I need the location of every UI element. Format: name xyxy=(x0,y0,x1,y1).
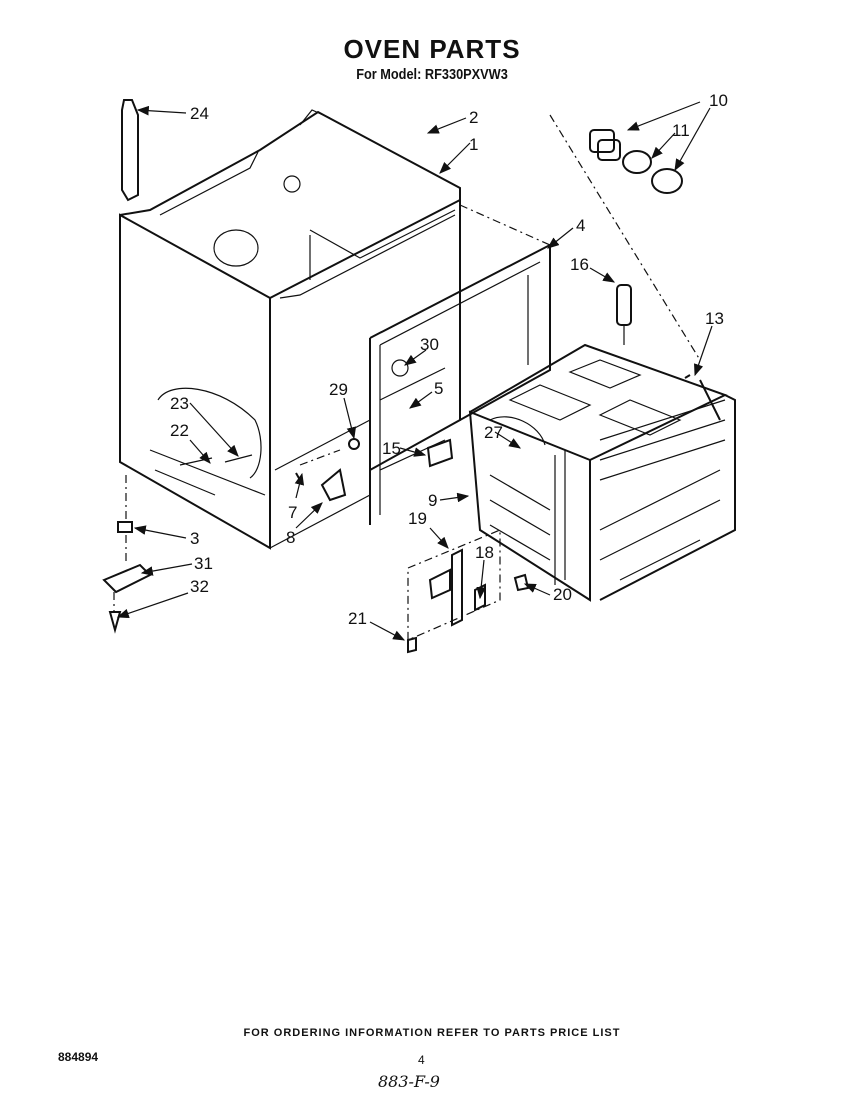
light-socket-and-bulb xyxy=(589,129,683,194)
ordering-note: FOR ORDERING INFORMATION REFER TO PARTS … xyxy=(243,1027,621,1039)
leader-10-13 xyxy=(549,114,701,361)
callout-24: 24 xyxy=(190,104,209,123)
callout-3: 3 xyxy=(190,529,199,548)
document-number: 884894 xyxy=(58,1050,99,1064)
oven-liner xyxy=(468,343,736,602)
callout-31: 31 xyxy=(194,554,213,573)
cabinet-body xyxy=(119,109,461,550)
left-parts xyxy=(102,99,152,634)
callout-13: 13 xyxy=(705,309,724,328)
callout-4: 4 xyxy=(576,216,585,235)
callout-18: 18 xyxy=(475,543,494,562)
callout-29: 29 xyxy=(329,380,348,399)
sensor-probe xyxy=(616,284,632,345)
callout-11: 11 xyxy=(672,121,690,140)
callout-32: 32 xyxy=(190,577,209,596)
callout-10: 10 xyxy=(709,91,728,110)
callout-30: 30 xyxy=(420,335,439,354)
callout-5: 5 xyxy=(434,379,443,398)
model-subtitle: For Model: RF330PXVW3 xyxy=(356,66,508,83)
callout-7: 7 xyxy=(288,503,297,522)
callout-arrows xyxy=(116,101,713,641)
callout-15: 15 xyxy=(382,439,401,458)
callout-20: 20 xyxy=(553,585,572,604)
callout-labels: 24 2 1 4 16 10 11 13 30 5 29 15 27 9 7 8… xyxy=(170,91,728,628)
callout-1: 1 xyxy=(469,135,478,154)
callout-21: 21 xyxy=(348,609,367,628)
handwritten-note: 883-F-9 xyxy=(378,1072,440,1091)
callout-23: 23 xyxy=(170,394,189,413)
callout-9: 9 xyxy=(428,491,437,510)
callout-16: 16 xyxy=(570,255,589,274)
page-number: 4 xyxy=(418,1053,425,1067)
callout-8: 8 xyxy=(286,528,295,547)
page-title: OVEN PARTS xyxy=(343,34,521,64)
callout-22: 22 xyxy=(170,421,189,440)
callout-19: 19 xyxy=(408,509,427,528)
callout-2: 2 xyxy=(469,108,478,127)
callout-27: 27 xyxy=(484,423,503,442)
